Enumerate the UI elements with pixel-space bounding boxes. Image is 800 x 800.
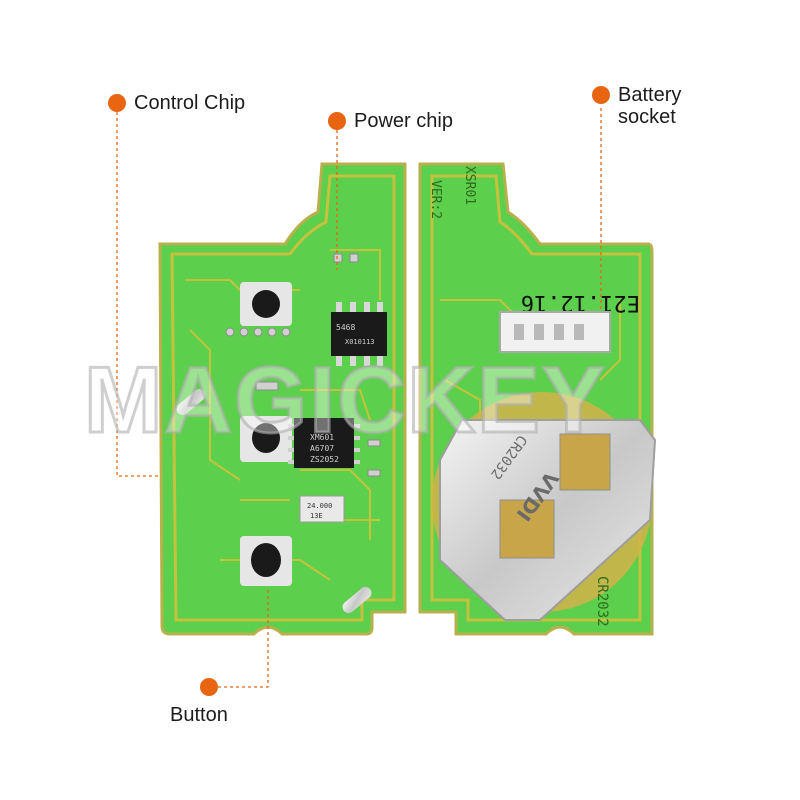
tactile-button-bottom [240, 536, 292, 586]
right-board: VER:2 XSR01 E21.12.16 VVDI CR2032 CR2032 [418, 162, 657, 636]
control-chip-marking-3: ZS2052 [310, 455, 339, 464]
callout-dot [328, 112, 346, 130]
callout-dot-button [200, 678, 218, 696]
left-board: 5468 X010113 XM601 A6707 ZS2052 24.000 1… [158, 162, 407, 636]
callout-label: Button [170, 704, 228, 726]
leader-control-chip [116, 112, 160, 477]
power-chip [331, 312, 387, 356]
callout-dot [108, 94, 126, 112]
crystal-marking-2: 13E [310, 512, 323, 520]
power-chip-marking-2: X010113 [345, 338, 375, 346]
callout-dot [592, 86, 610, 104]
spring-contact-left [176, 388, 206, 416]
tactile-button-middle [240, 416, 292, 462]
crystal-oscillator [299, 495, 345, 523]
callout-label: Control Chip [134, 92, 246, 114]
crystal-marking-1: 24.000 [307, 502, 332, 510]
solder-pads [225, 253, 381, 477]
control-chip-marking-1: XM601 [310, 433, 334, 442]
board-model-text: XSR01 [462, 166, 477, 205]
callout-label: Battery socket [618, 84, 682, 128]
battery-model-bottom: CR2032 [594, 576, 610, 627]
callout-battery-socket: Battery socket [592, 84, 681, 128]
callout-power-chip: Power chip [328, 110, 453, 132]
board-version-text: VER:2 [428, 180, 443, 219]
control-chip [294, 418, 354, 468]
right-board-edge-trace [430, 174, 642, 622]
control-chip-marking-2: A6707 [310, 444, 334, 453]
board-date-code: E21.12.16 [521, 290, 640, 315]
callout-control-chip: Control Chip [108, 92, 245, 114]
spring-contact-bottom [342, 586, 372, 614]
battery-holder-window [499, 433, 611, 559]
callout-button: Button [170, 704, 228, 726]
tactile-button-top [240, 282, 292, 326]
leader-button [218, 590, 269, 688]
callout-leaders [116, 108, 602, 688]
power-chip-marking-1: 5468 [336, 323, 355, 332]
callout-label: Power chip [354, 110, 453, 132]
